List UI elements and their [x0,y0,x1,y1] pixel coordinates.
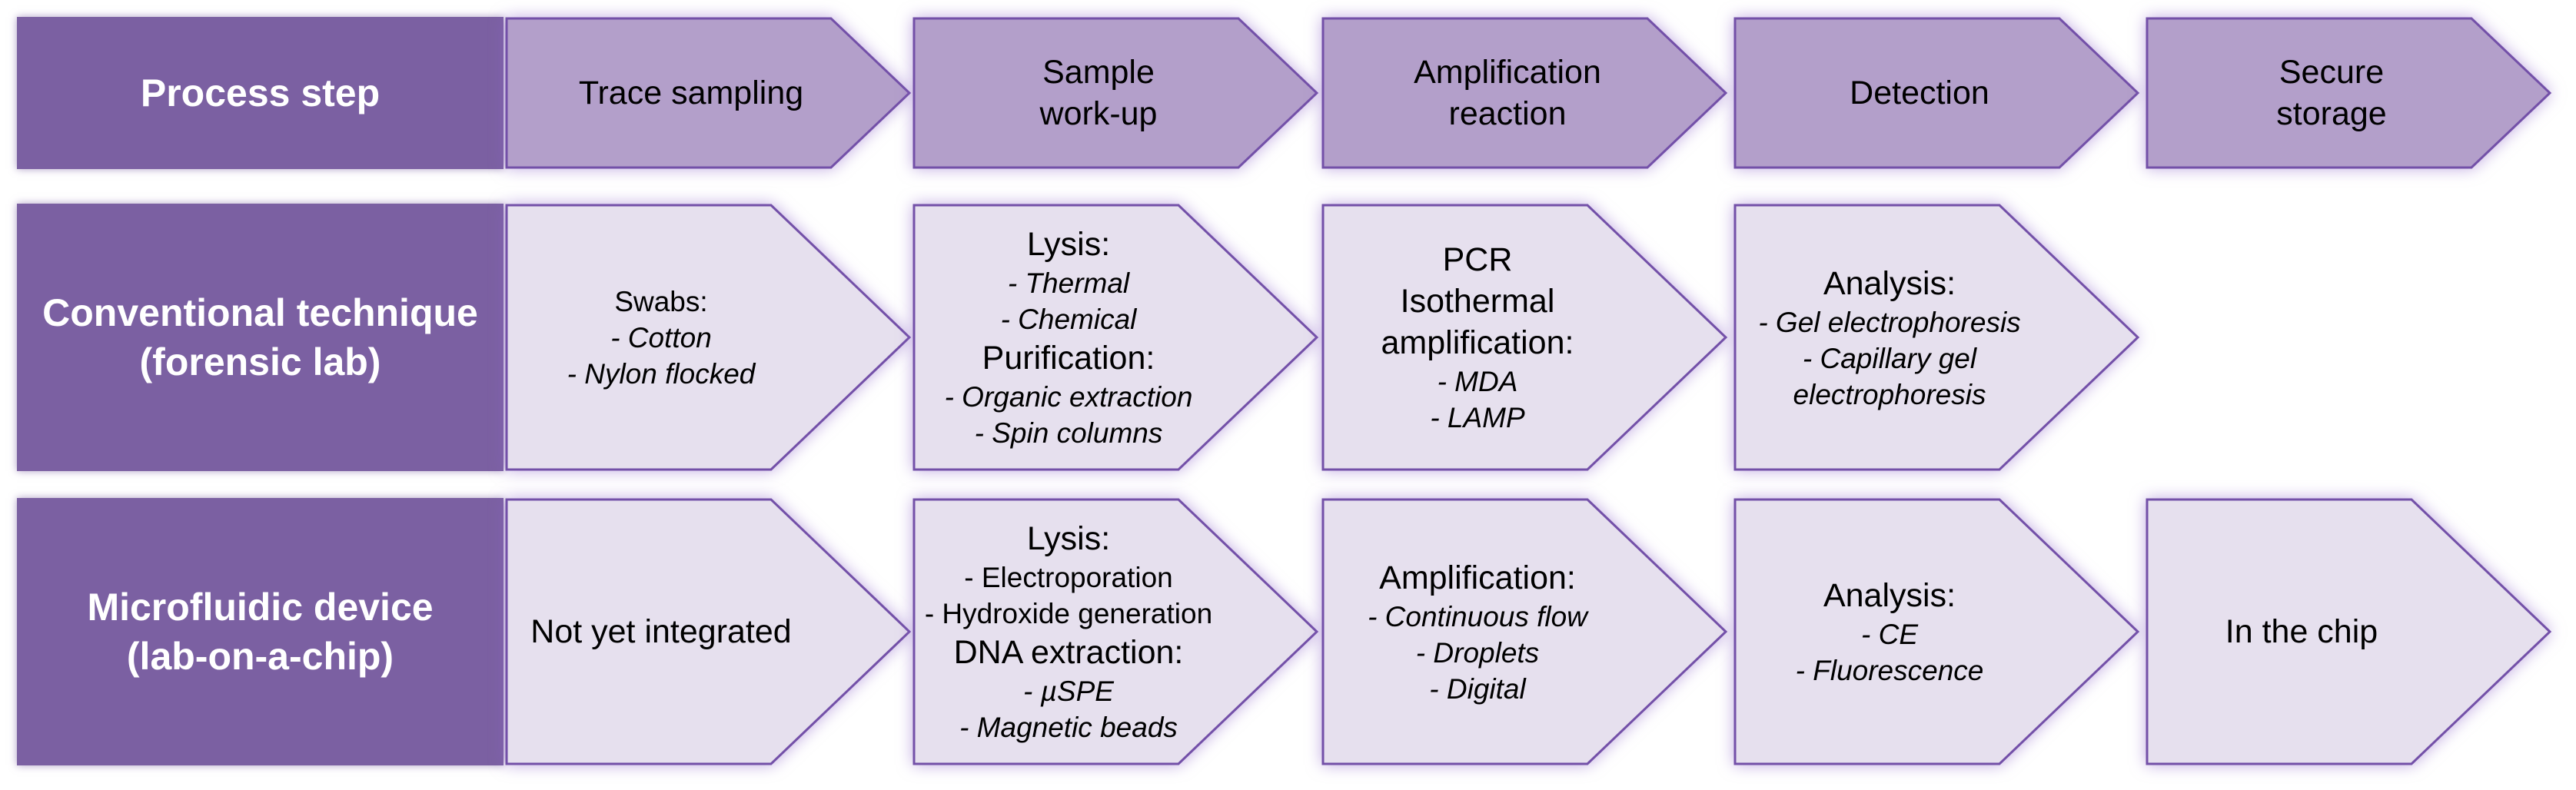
step-text-line: Amplification: [1379,559,1576,596]
chevron-shape [1321,17,1728,169]
step-text-line: - Chemical [1000,304,1137,335]
chevron-shape [2146,17,2552,169]
step-text: Analysis: - Gel electrophoresis - Capillar… [1741,204,2038,471]
step-text-line: storage [2276,95,2387,132]
step-text-line: - Fluorescence [1795,655,1984,686]
step-text: PCR Isothermal amplification: - MDA - LAMP [1329,204,1626,471]
step-text-line: Not yet integrated [530,613,792,650]
row-label-text: Microfluidic device [87,586,434,629]
row-label-text: (forensic lab) [139,340,381,383]
step-text-line: - Thermal [1007,267,1130,299]
step-text-line: reaction [1448,95,1567,132]
row-label-microfluidic-device: Microfluidic device (lab-on-a-chip) [17,498,504,765]
process-step-sample-work-up: Sample work-up [912,17,1319,169]
chevron-shape [1321,204,1728,471]
step-text: Sample work-up [920,17,1277,169]
microfluidic-device-step-amplification-reaction: Amplification: - Continuous flow - Droplet… [1321,498,1728,765]
step-text-line: PCR [1442,241,1513,278]
row-label-text: (lab-on-a-chip) [126,635,394,678]
conventional-technique-step-detection: Analysis: - Gel electrophoresis - Capillar… [1733,204,2140,471]
step-text-line: electrophoresis [1793,378,1986,410]
process-step-amplification-reaction: Amplification reaction [1321,17,1728,169]
step-text-line: work-up [1039,95,1158,132]
step-text: Lysis: - Electroporation - Hydroxide gener… [920,498,1217,765]
step-text-line: Analysis: [1823,264,1956,302]
step-text: Not yet integrated [513,498,809,765]
step-text-line: Lysis: [1026,520,1111,557]
chevron-shape [505,204,912,471]
step-text-line: DNA extraction: [953,634,1184,671]
row-label-text: Conventional technique [42,291,478,334]
step-text-line: - Droplets [1415,636,1540,669]
row-label-conventional-technique: Conventional technique (forensic lab) [17,204,504,471]
step-text-line: Trace sampling [578,75,804,111]
step-text-line: - Capillary gel [1802,342,1977,374]
step-text-line: Swabs: [614,285,708,317]
chevron-shape [2146,498,2552,765]
step-text-line: - µSPE [1023,675,1114,707]
conventional-technique-step-trace-sampling: Swabs: - Cotton- Nylon flocked [505,204,912,471]
step-text: Amplification reaction [1329,17,1686,169]
step-text-line: - Nylon flocked [567,357,756,390]
step-text-line: - MDA [1437,366,1518,397]
row-label-process-step: Process step [17,17,504,169]
step-text: Trace sampling [513,17,869,169]
chevron-shape [505,17,912,169]
step-text-line: - Cotton [610,321,712,354]
step-text-line: - Gel electrophoresis [1758,306,2021,338]
step-text: Detection [1741,17,2098,169]
chevron-shape [912,17,1319,169]
microfluidic-device-step-secure-storage: In the chip [2146,498,2552,765]
process-step-trace-sampling: Trace sampling [505,17,912,169]
step-text-line: - CE [1861,619,1918,650]
step-text-line: Detection [1850,75,1989,111]
step-text-line: Purification: [982,340,1155,377]
step-text-line: - Organic extraction [944,381,1193,413]
step-text-line: Analysis: [1823,577,1956,614]
chevron-shape [1321,498,1728,765]
step-text-line: - Hydroxide generation [924,598,1213,629]
microfluidic-device-step-trace-sampling: Not yet integrated [505,498,912,765]
microfluidic-device-step-sample-work-up: Lysis: - Electroporation - Hydroxide gener… [912,498,1319,765]
step-text: Swabs: - Cotton- Nylon flocked [513,204,809,471]
process-step-secure-storage: Secure storage [2146,17,2552,169]
step-text-line: - Digital [1429,672,1526,705]
row-label-text: Process step [140,71,381,115]
chevron-shape [1733,17,2140,169]
conventional-technique-step-amplification-reaction: PCR Isothermal amplification: - MDA - LAMP [1321,204,1728,471]
chevron-shape [912,498,1319,765]
step-text-line: Secure [2279,54,2385,91]
step-text-line: - Magnetic beads [959,712,1178,743]
step-text: Analysis: - CE - Fluorescence [1741,498,2038,765]
step-text-line: Sample [1042,54,1155,91]
step-text-line: Amplification [1414,54,1601,91]
step-text: Secure storage [2153,17,2510,169]
step-text-line: Isothermal [1400,283,1555,320]
chevron-shape [912,204,1319,471]
step-text-line: amplification: [1381,324,1574,361]
chevron-shape [1733,498,2140,765]
step-text-line: - Spin columns [974,417,1163,449]
step-text-line: Lysis: [1026,226,1111,263]
process-step-detection: Detection [1733,17,2140,169]
step-text: Amplification: - Continuous flow - Droplet… [1329,498,1626,765]
chevron-shape [505,498,912,765]
microfluidic-device-step-detection: Analysis: - CE - Fluorescence [1733,498,2140,765]
step-text-line: - Continuous flow [1368,600,1587,632]
step-text-line: In the chip [2225,613,2378,650]
step-text-line: - LAMP [1430,402,1525,433]
step-text: In the chip [2153,498,2450,765]
chevron-shape [1733,204,2140,471]
step-text-line: - Electroporation [964,562,1173,593]
